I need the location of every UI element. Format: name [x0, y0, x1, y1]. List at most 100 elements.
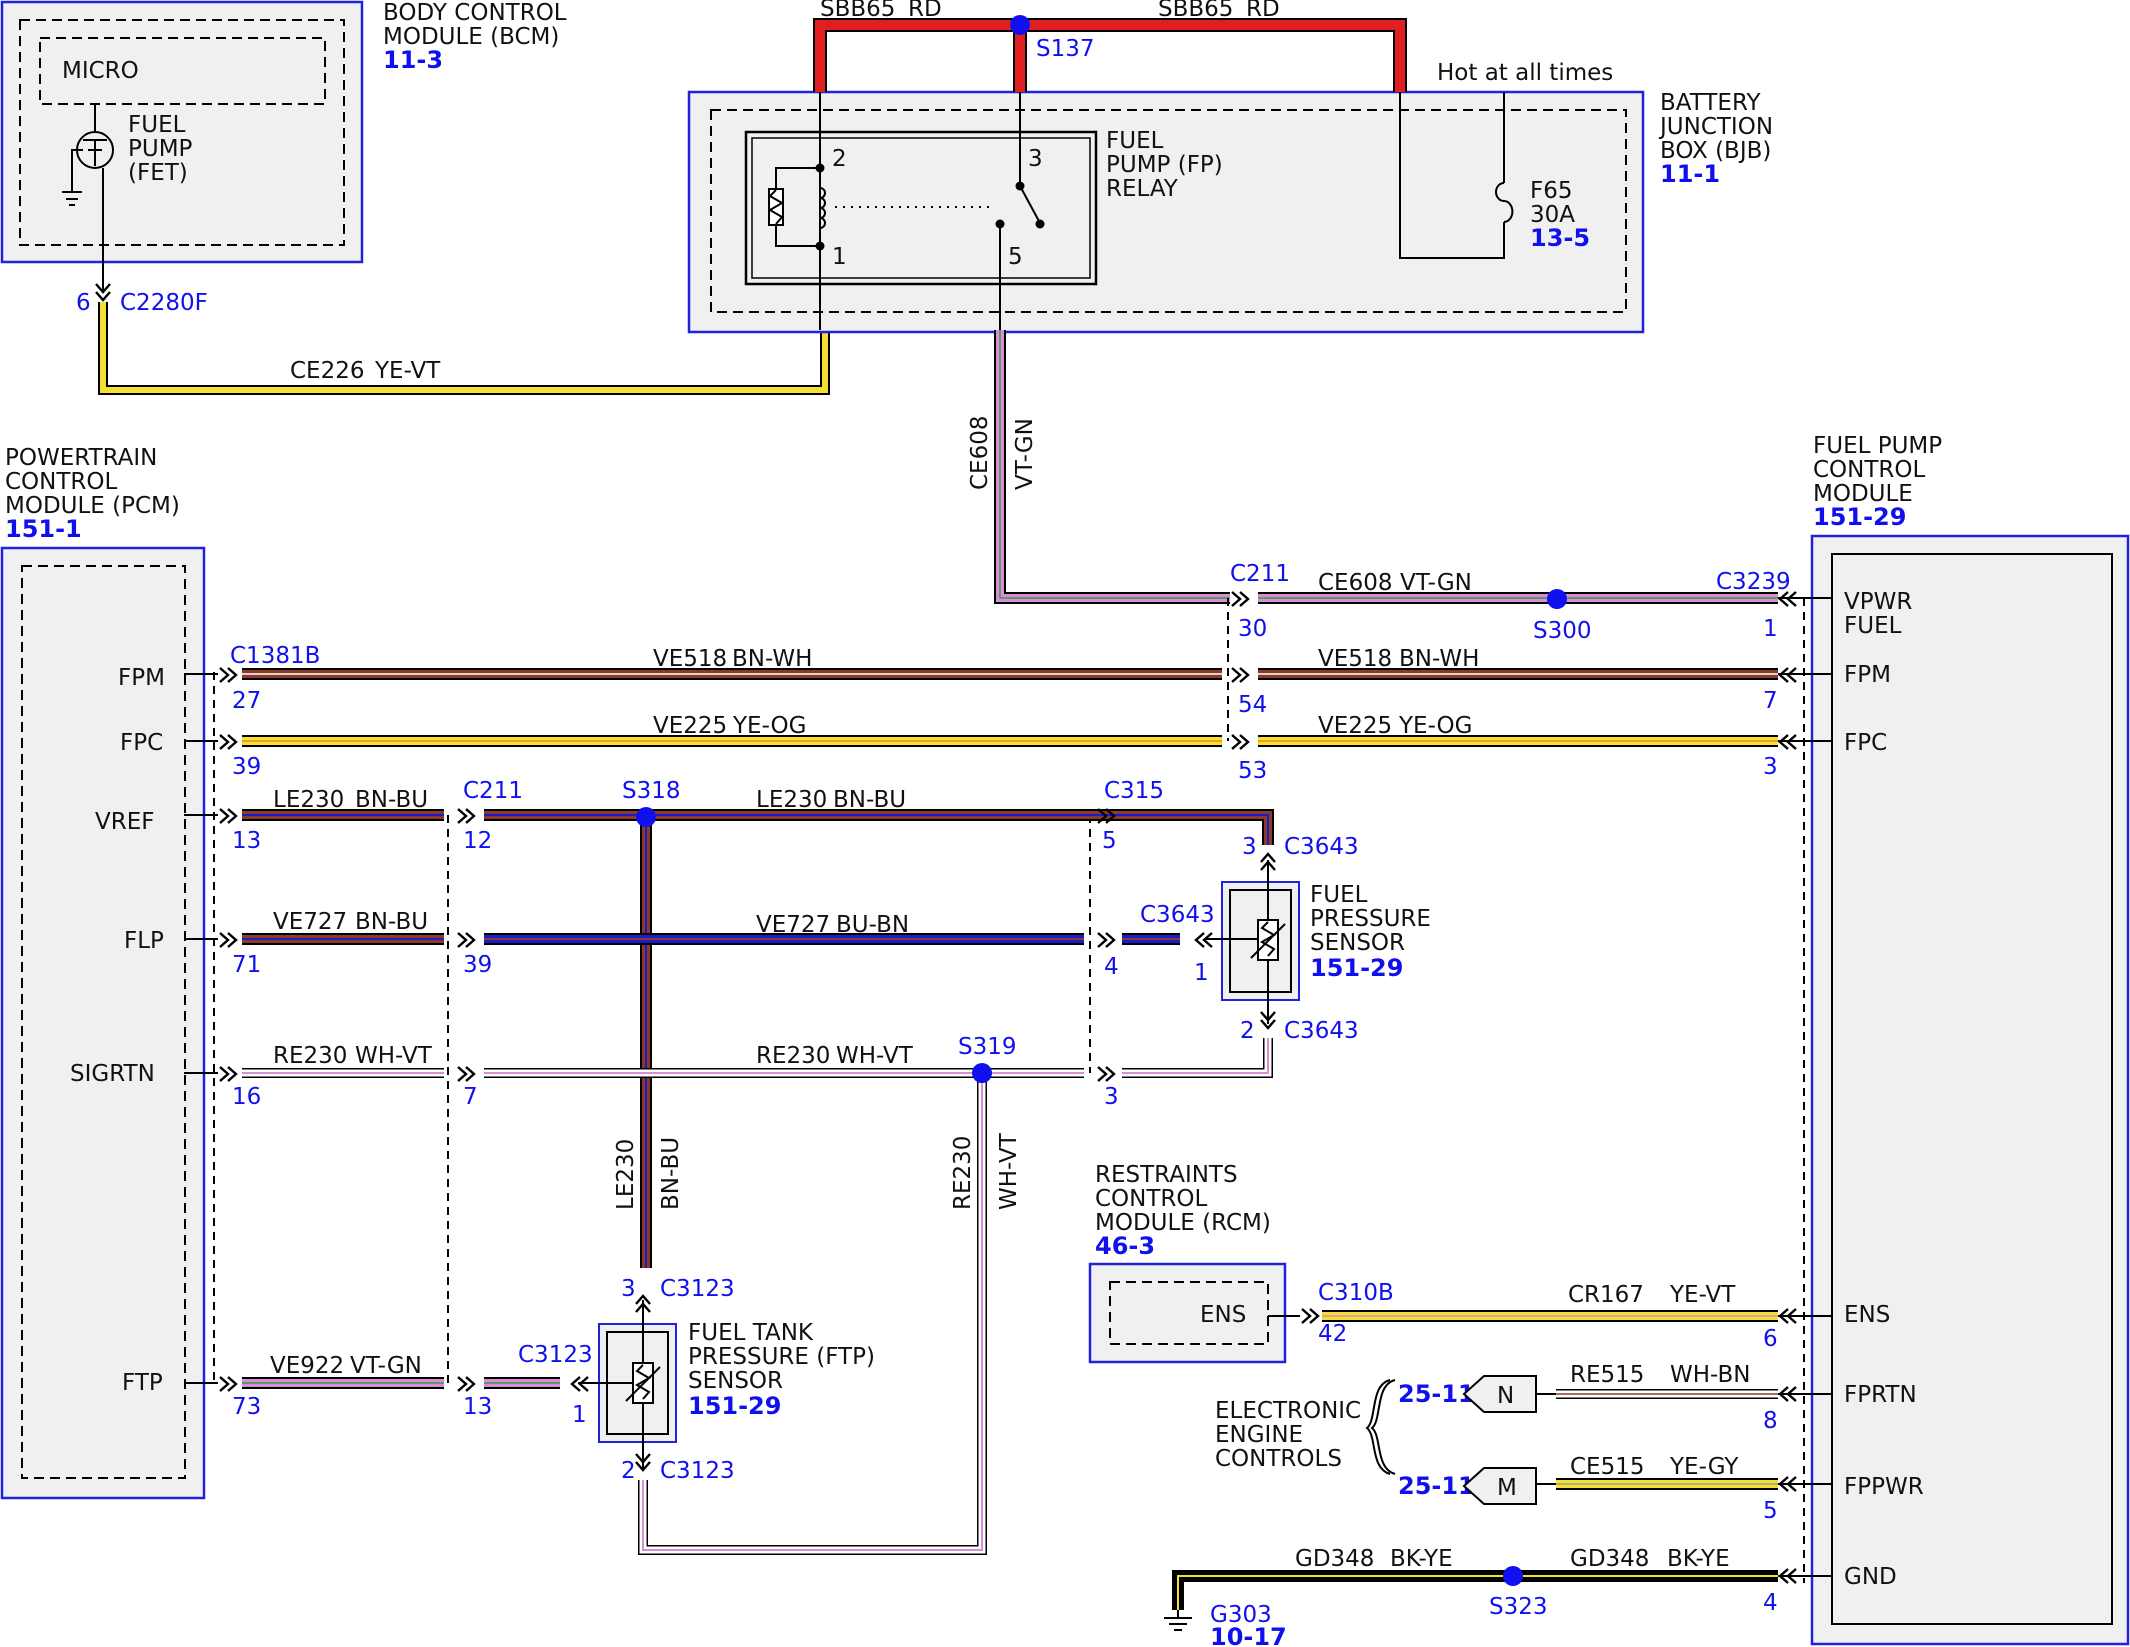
svg-text:1: 1 [1763, 616, 1778, 642]
wire-re515-circuit: RE515 [1570, 1362, 1644, 1388]
svg-text:13: 13 [232, 828, 261, 854]
ground-icon [1164, 1610, 1192, 1631]
fpcm-ref-link[interactable]: 151-29 [1813, 503, 1906, 531]
pressure-sensor-resistor-icon [1204, 860, 1286, 1024]
splice-s323[interactable] [1503, 1566, 1523, 1586]
svg-text:30: 30 [1238, 616, 1267, 642]
bjb-hot-label: Hot at all times [1437, 60, 1613, 86]
svg-text:73: 73 [232, 1394, 261, 1420]
pcm-module[interactable] [0, 546, 206, 1500]
splice-s319-label[interactable]: S319 [958, 1034, 1017, 1060]
rcm-ref-link[interactable]: 46-3 [1095, 1232, 1155, 1260]
svg-text:5: 5 [1102, 828, 1117, 854]
wire-re230-vertical-color: WH-VT [996, 1132, 1022, 1210]
wire-ve518-right-color: BN-WH [1399, 646, 1479, 672]
svg-text:53: 53 [1238, 758, 1267, 784]
fps-ref-link[interactable]: 151-29 [1310, 954, 1403, 982]
eec-block-m[interactable]: M [1462, 1467, 1537, 1505]
wire-ve225-left-color: YE-OG [732, 713, 806, 739]
splice-s300[interactable] [1547, 589, 1567, 609]
connector-outlines [213, 598, 1805, 1583]
rcm-module[interactable] [1088, 1262, 1287, 1364]
eec-block-n[interactable]: N [1462, 1375, 1537, 1413]
splice-s137-label[interactable]: S137 [1036, 36, 1095, 62]
ground-g303-label[interactable]: G303 [1210, 1602, 1272, 1628]
wire-ve518-left-color: BN-WH [732, 646, 812, 672]
wire-gd348[interactable] [1172, 1570, 1778, 1610]
connector-c3123-top-label[interactable]: C3123 [660, 1276, 735, 1302]
connector-c3643-bottom-label[interactable]: C3643 [1284, 1018, 1359, 1044]
svg-text:3: 3 [1104, 1084, 1119, 1110]
ground-ref-link[interactable]: 10-17 [1210, 1623, 1287, 1647]
fpcm-pin-ens: ENS [1844, 1302, 1890, 1328]
fuel-pump-relay[interactable] [744, 130, 1098, 286]
fuse-f65-ref-link[interactable]: 13-5 [1530, 224, 1590, 252]
svg-text:42: 42 [1318, 1321, 1347, 1347]
relay-switch-icon [999, 92, 1041, 330]
wire-ve518-right-circuit: VE518 [1318, 646, 1392, 672]
bjb-module[interactable] [687, 90, 1645, 334]
svg-text:39: 39 [232, 754, 261, 780]
connector-c310b-label[interactable]: C310B [1318, 1280, 1394, 1306]
wire-le230[interactable] [242, 809, 1274, 1268]
wire-ce608-vertical-color: VT-GN [1012, 418, 1038, 490]
connector-c3643-top-label[interactable]: C3643 [1284, 834, 1359, 860]
connector-c3123-bottom-label[interactable]: C3123 [660, 1458, 735, 1484]
pcm-pin-fpc: FPC [120, 730, 163, 756]
bjb-ref-link[interactable]: 11-1 [1660, 160, 1720, 188]
fpcm-module[interactable] [1810, 534, 2130, 1646]
wire-cr167-color: YE-VT [1669, 1282, 1736, 1308]
connector-c1381b-label[interactable]: C1381B [230, 643, 320, 669]
wire-le230-right-color: BN-BU [833, 787, 906, 813]
splice-s318-label[interactable]: S318 [622, 778, 681, 804]
svg-text:6: 6 [1763, 1326, 1778, 1352]
svg-text:4: 4 [1763, 1590, 1778, 1616]
svg-text:39: 39 [463, 952, 492, 978]
wire-ce608[interactable] [994, 330, 1778, 604]
bcm-ref-link[interactable]: 11-3 [383, 46, 443, 74]
eec-brace-icon [1365, 1379, 1396, 1475]
connector-c315-label[interactable]: C315 [1104, 778, 1164, 804]
eec-ref-link-n[interactable]: 25-11 [1398, 1380, 1475, 1408]
pcm-pin-fpm: FPM [118, 665, 165, 691]
connector-c2280f-label[interactable]: C2280F [120, 290, 208, 316]
wire-le230-vertical-circuit: LE230 [613, 1139, 639, 1210]
splice-s319[interactable] [972, 1063, 992, 1083]
ftp-sensor-ref-link[interactable]: 151-29 [688, 1392, 781, 1420]
splice-s300-label[interactable]: S300 [1533, 618, 1592, 644]
bcm-micro-label: MICRO [62, 58, 139, 84]
pcm-pin-sigrtn: SIGRTN [70, 1061, 155, 1087]
fpcm-pin-gnd: GND [1844, 1564, 1897, 1590]
wire-ve225-right-circuit: VE225 [1318, 713, 1392, 739]
wire-ce226[interactable] [98, 302, 830, 395]
wire-sbb65[interactable] [813, 18, 1407, 92]
wire-sbb65-right-circuit: SBB65 [1158, 0, 1233, 22]
pcm-ref-link[interactable]: 151-1 [5, 515, 82, 543]
connector-c3123-label[interactable]: C3123 [518, 1342, 593, 1368]
splice-s318[interactable] [636, 807, 656, 827]
connector-c3239-label[interactable]: C3239 [1716, 569, 1791, 595]
svg-text:13: 13 [463, 1394, 492, 1420]
wire-ce608-color: VT-GN [1400, 570, 1472, 596]
svg-text:4: 4 [1104, 954, 1119, 980]
splice-s323-label[interactable]: S323 [1489, 1594, 1548, 1620]
relay-coil-icon [768, 92, 995, 330]
connector-c3643-left-label[interactable]: C3643 [1140, 902, 1215, 928]
wire-le230-vertical-color: BN-BU [658, 1137, 684, 1210]
wire-ce226-circuit: CE226 [290, 358, 365, 384]
wire-re230[interactable] [242, 1038, 1273, 1555]
eec-ref-link-m[interactable]: 25-11 [1398, 1472, 1475, 1500]
relay-pin-3: 3 [1028, 146, 1043, 172]
connector-c211-top-label[interactable]: C211 [1230, 561, 1290, 587]
splice-s137[interactable] [1010, 15, 1030, 35]
connector-c211-label[interactable]: C211 [463, 778, 523, 804]
